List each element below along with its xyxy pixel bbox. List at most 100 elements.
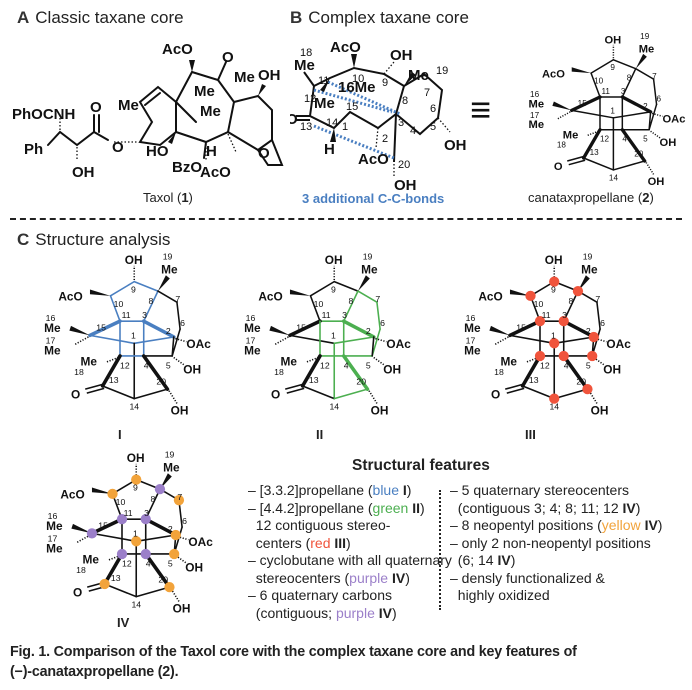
panel-a-letter: A bbox=[17, 8, 30, 27]
feature-left-item: – [3.3.2]propellane (blue I) bbox=[248, 482, 452, 500]
feature-text: – 5 quaternary stereocenters bbox=[450, 482, 629, 498]
hash-me17 bbox=[556, 111, 571, 120]
bond-c6-c5 bbox=[171, 328, 181, 357]
locant-8: 8 bbox=[348, 296, 353, 306]
locant-7: 7 bbox=[175, 294, 180, 304]
marker-c1 bbox=[131, 536, 142, 547]
n17-label: 17 bbox=[530, 111, 540, 120]
hash-me18 bbox=[107, 554, 121, 562]
bond-c8-c3 bbox=[144, 488, 161, 520]
feature-left-item: 12 contiguous stereo- bbox=[248, 517, 452, 535]
bond-c14-c20 bbox=[133, 388, 169, 400]
oh20-label: OH bbox=[648, 176, 665, 188]
oh9-label: OH bbox=[125, 253, 143, 267]
locant-14: 14 bbox=[609, 173, 619, 182]
me19-label: Me bbox=[163, 461, 180, 475]
bond-c9-c8 bbox=[133, 280, 159, 292]
locant-11: 11 bbox=[124, 508, 133, 518]
b-num-6: 6 bbox=[430, 103, 436, 115]
feature-text: – densly functionalized & bbox=[450, 569, 605, 586]
locant-2: 2 bbox=[643, 102, 648, 111]
feature-text: – cyclobutane with all quaternary bbox=[248, 552, 452, 568]
taxol-ho: HO bbox=[146, 143, 169, 160]
bond-c11-c15 bbox=[90, 517, 124, 536]
carbonyl-1 bbox=[505, 383, 523, 390]
n16-label: 16 bbox=[46, 313, 56, 323]
feature-text: ) bbox=[510, 552, 516, 568]
n18-label: 18 bbox=[76, 565, 86, 575]
b-num-4: 4 bbox=[410, 125, 416, 137]
locant-5: 5 bbox=[166, 361, 171, 371]
locant-10: 10 bbox=[314, 299, 324, 309]
bond-c1-c2 bbox=[553, 336, 595, 345]
feature-text: (6; 14 bbox=[450, 552, 498, 568]
color-word-red: red bbox=[310, 534, 331, 551]
marker-c9 bbox=[549, 276, 560, 287]
carbonyl-1 bbox=[567, 155, 584, 162]
hash-oac bbox=[175, 337, 187, 343]
bond-c14-c20 bbox=[135, 586, 171, 598]
bond-c14-c20 bbox=[612, 160, 646, 171]
me19-label: Me bbox=[639, 43, 654, 55]
me17-label: Me bbox=[44, 343, 61, 357]
bond-c9-c10 bbox=[590, 59, 615, 74]
locant-11: 11 bbox=[601, 87, 610, 96]
b-num-9: 9 bbox=[382, 77, 388, 89]
locant-9: 9 bbox=[131, 285, 136, 295]
marker-c2 bbox=[588, 331, 599, 343]
locant-2: 2 bbox=[166, 326, 171, 336]
canataxpropellane-number: 2 bbox=[642, 190, 650, 205]
locant-5: 5 bbox=[168, 559, 173, 569]
feature-text: (contiguous; bbox=[248, 604, 336, 621]
locant-4: 4 bbox=[344, 361, 349, 371]
bond-c13-c14 bbox=[521, 385, 556, 400]
locant-13: 13 bbox=[590, 148, 600, 157]
n17-label: 17 bbox=[46, 335, 56, 345]
oh5-label: OH bbox=[660, 137, 677, 149]
b-me16: 16Me bbox=[338, 79, 376, 96]
oh5-label: OH bbox=[603, 362, 621, 376]
hash-oh20 bbox=[368, 390, 378, 404]
marker-c15 bbox=[86, 528, 98, 539]
aco-label: AcO bbox=[542, 69, 565, 81]
me16-label: Me bbox=[46, 519, 63, 533]
color-word-green: green bbox=[372, 499, 409, 516]
equivalence-symbol: ≡ bbox=[470, 89, 492, 130]
b-num-1: 1 bbox=[342, 121, 348, 133]
figure-caption-line-2: (−)-canataxpropellane (2). bbox=[10, 664, 179, 680]
wedge-me16 bbox=[69, 325, 90, 336]
taxol-o-ketone: O bbox=[222, 49, 234, 66]
bond-c9-c10 bbox=[109, 280, 136, 297]
feature-text: – 8 neopentyl positions ( bbox=[450, 517, 602, 533]
feature-left-item: centers (red III) bbox=[248, 535, 452, 553]
locant-12: 12 bbox=[120, 361, 130, 371]
bond-c3-c2 bbox=[141, 319, 176, 339]
color-word-purple: purple bbox=[335, 604, 375, 621]
locant-13: 13 bbox=[109, 375, 119, 385]
feature-right-item: (contiguous 3; 4; 8; 11; 12 IV) bbox=[450, 500, 662, 518]
taxol-me-c: Me bbox=[200, 103, 221, 120]
locant-20: 20 bbox=[576, 376, 586, 386]
oh5-label: OH bbox=[383, 362, 401, 376]
me19-label: Me bbox=[161, 263, 178, 277]
locant-8: 8 bbox=[568, 296, 573, 306]
marker-c5 bbox=[587, 350, 598, 362]
feature-left-item: – [4.4.2]propellane (green II) bbox=[248, 500, 452, 518]
locant-8: 8 bbox=[627, 74, 632, 83]
hash-me17 bbox=[73, 336, 89, 346]
canataxpropellane-name: canataxpropellane bbox=[528, 190, 635, 205]
taxol-oh-right: OH bbox=[258, 67, 281, 84]
feature-text: ) bbox=[405, 569, 410, 586]
label-I: I bbox=[118, 427, 122, 442]
n17-label: 17 bbox=[466, 335, 476, 345]
bond-c12-c13 bbox=[520, 354, 542, 388]
taxol-caption: Taxol (1) bbox=[143, 190, 193, 205]
color-word-blue: blue bbox=[372, 482, 399, 498]
feature-left-item: – cyclobutane with all quaternary bbox=[248, 552, 452, 570]
bond-c4-c20 bbox=[341, 354, 370, 391]
o13-label: O bbox=[71, 388, 80, 402]
bonds bbox=[288, 280, 381, 400]
label-II: II bbox=[316, 427, 324, 442]
